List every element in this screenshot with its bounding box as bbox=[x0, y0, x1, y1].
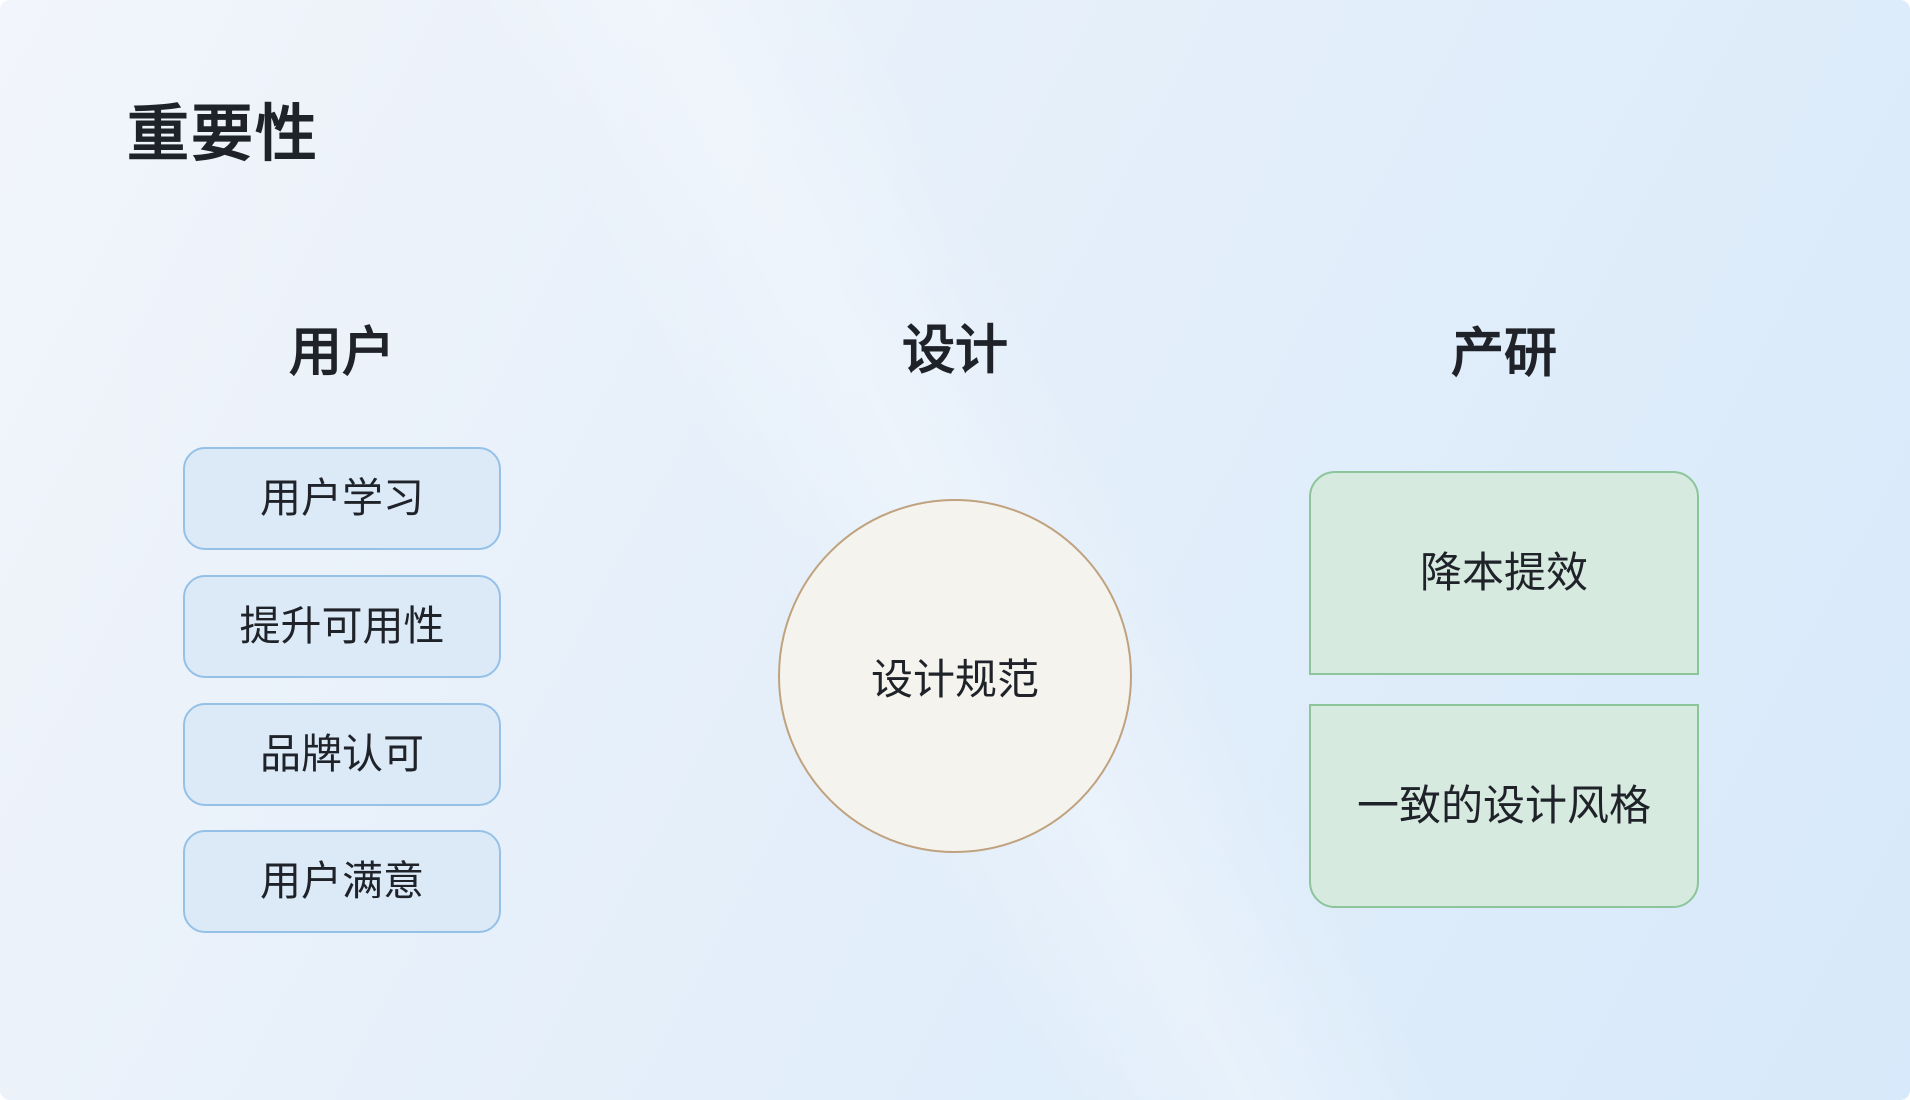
user-benefit-node-brand: 品牌认可 bbox=[183, 703, 501, 806]
column-header-product: 产研 bbox=[1451, 324, 1557, 383]
product-benefit-node-efficiency: 降本提效 bbox=[1309, 471, 1699, 675]
column-header-design: 设计 bbox=[902, 321, 1008, 380]
circle-label: 设计规范 bbox=[870, 655, 1039, 703]
user-benefit-node-satisfaction: 用户满意 bbox=[183, 830, 501, 933]
column-header-users: 用户 bbox=[289, 323, 395, 382]
node-label: 降本提效 bbox=[1419, 548, 1588, 596]
node-label: 品牌认可 bbox=[260, 730, 424, 777]
user-benefit-node-learning: 用户学习 bbox=[183, 447, 501, 550]
node-label: 一致的设计风格 bbox=[1356, 781, 1651, 829]
product-benefit-node-consistency: 一致的设计风格 bbox=[1309, 704, 1699, 908]
node-label: 用户满意 bbox=[260, 857, 424, 904]
user-benefit-node-usability: 提升可用性 bbox=[183, 575, 501, 678]
node-label: 提升可用性 bbox=[239, 602, 445, 649]
page-title: 重要性 bbox=[127, 100, 320, 169]
node-label: 用户学习 bbox=[260, 474, 424, 521]
design-spec-circle: 设计规范 bbox=[778, 499, 1132, 853]
